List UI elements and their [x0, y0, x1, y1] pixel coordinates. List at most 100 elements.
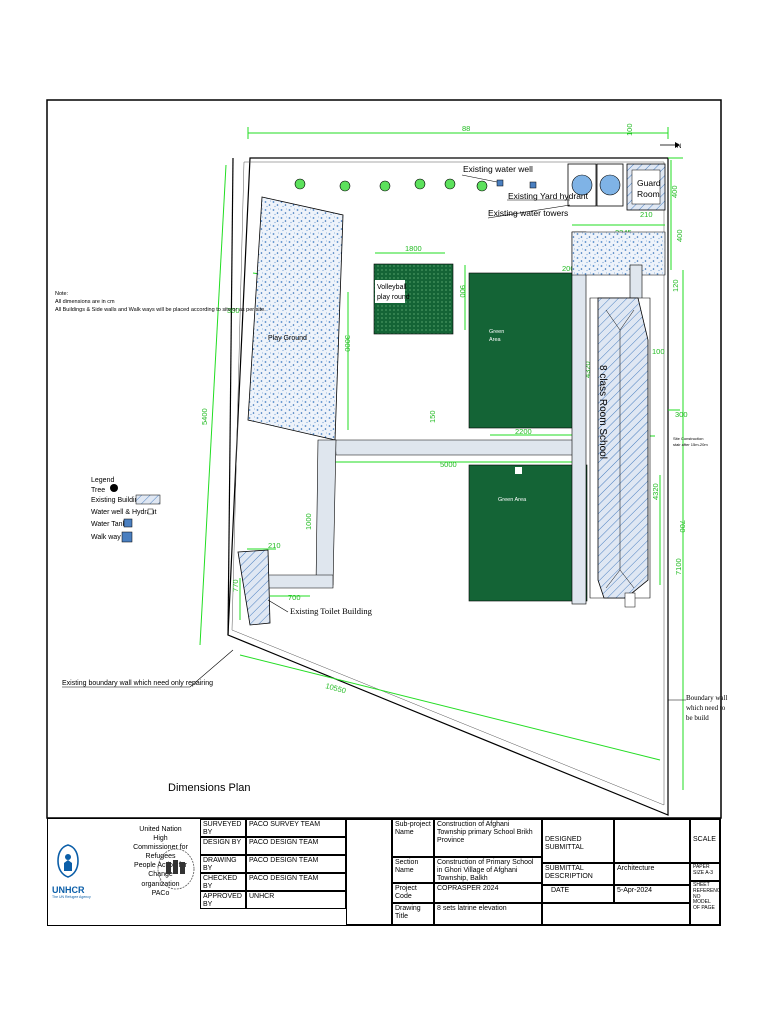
green-area-south-label: Green Area [498, 497, 527, 503]
guard-room-interior [631, 169, 661, 205]
svg-text:5400: 5400 [200, 408, 209, 425]
school-building [597, 297, 649, 599]
boundary-build-label-3: be build [686, 714, 709, 722]
boundary-repair-label: Existing boundary wall which need only r… [62, 680, 213, 687]
date-value: 5-Apr-2024 [614, 885, 690, 903]
svg-text:1800: 1800 [405, 244, 422, 253]
surveyed-by-label: SURVEYED BY [200, 819, 246, 837]
drawing-title-value: 8 sets latrine elevation [434, 903, 542, 925]
svg-text:400: 400 [670, 185, 679, 198]
school-roof-ridge-bottom [605, 569, 635, 589]
svg-text:Existing water towers: Existing water towers [488, 208, 568, 218]
svg-text:10550: 10550 [324, 681, 346, 695]
svg-text:All dimensions are in cm: All dimensions are in cm [55, 299, 115, 305]
green-area-south [468, 464, 588, 602]
checked-by-value: PACO DESIGN TEAM [246, 873, 346, 891]
toilet-label: Existing Toilet Building [290, 606, 373, 616]
svg-text:200: 200 [562, 264, 575, 273]
project-code-label: Project Code [392, 883, 434, 903]
svg-text:3000: 3000 [343, 335, 352, 352]
section-name-value: Construction of Primary School in Ghori … [434, 857, 542, 883]
north-arrow-head [675, 142, 680, 148]
sub-project-label: Sub-project Name [392, 819, 434, 857]
drawing-by-value: PACO DESIGN TEAM [246, 855, 346, 873]
svg-text:700: 700 [678, 520, 687, 533]
construction-note-1: Site Construction [673, 436, 703, 441]
construction-note-2: stair after 15m-20m [673, 442, 708, 447]
approved-by-label: APPROVED BY [200, 891, 246, 909]
boundary-wall-inner [231, 161, 665, 806]
plan-title: Dimensions Plan [168, 782, 251, 794]
drawing-by-label: DRAWING BY [200, 855, 246, 873]
designed-submittal: DESIGNED SUBMITTAL [542, 819, 614, 863]
legend-well-icon [147, 508, 154, 515]
legend-tree-icon [110, 484, 118, 492]
yard-hydrant [529, 181, 537, 189]
svg-text:Water Tank: Water Tank [91, 521, 127, 528]
sheet-reference-label: SHEET REFERENCE NO [693, 882, 719, 900]
svg-text:120: 120 [671, 279, 680, 292]
organization-names: United Nation High Commissioner for Refu… [133, 826, 188, 897]
unhcr-logo: UNHCR The UN Refugee Agency [52, 839, 91, 909]
svg-text:Note:: Note: [55, 291, 69, 297]
boundary-wall [227, 157, 669, 816]
section-name-label: Section Name [392, 857, 434, 883]
model-of-page-label: MODEL OF PAGE [693, 899, 715, 911]
svg-text:Water well & Hydrant: Water well & Hydrant [91, 509, 157, 516]
play-ground [247, 196, 344, 441]
svg-text:Tree: Tree [91, 487, 105, 494]
submittal-description-value: Architecture [614, 863, 690, 885]
scale-label: SCALE [690, 819, 720, 863]
paco-seal-icon [157, 848, 195, 890]
svg-text:Existing Building: Existing Building [91, 497, 142, 504]
svg-text:300: 300 [675, 410, 688, 419]
boundary-build-label-2: which need to [686, 704, 726, 712]
svg-text:5000: 5000 [440, 460, 457, 469]
design-by-label: DESIGN BY [200, 837, 246, 855]
plan-notes: Note: All dimensions are in cm All Build… [55, 291, 266, 313]
unhcr-emblem-icon [57, 844, 79, 878]
title-block: UNHCR The UN Refugee Agency United Natio… [47, 818, 721, 926]
volleyball-label-2: play round [377, 294, 410, 301]
project-code-value: COPRASPER 2024 [434, 883, 542, 903]
svg-text:88: 88 [462, 124, 470, 133]
svg-text:210: 210 [640, 210, 653, 219]
green-area-marker [515, 467, 522, 474]
water-well [496, 179, 504, 187]
svg-text:Walk way: Walk way [91, 534, 121, 541]
legend-walk-icon [121, 531, 133, 543]
legend: Legend Tree Existing Building Water well… [91, 477, 161, 543]
volleyball-label-bg [375, 280, 405, 303]
paper-size: PAPER SIZE A-3 [690, 863, 720, 881]
volleyball-label-1: Volleyball [377, 284, 407, 291]
design-by-value: PACO DESIGN TEAM [246, 837, 346, 855]
water-tower-2-tank [599, 174, 621, 196]
svg-text:900: 900 [458, 285, 467, 298]
svg-text:4320: 4320 [651, 483, 660, 500]
legend-tank-icon [123, 518, 133, 528]
green-area-north-label-2: Area [489, 337, 502, 343]
guard-room-label-1: Guard [637, 178, 661, 188]
drawing-title-label: Drawing Title [392, 903, 434, 925]
legend-building-icon [135, 494, 161, 505]
sheet-reference: SHEET REFERENCE NO MODEL OF PAGE [690, 881, 720, 925]
checked-by-label: CHECKED BY [200, 873, 246, 891]
school-entrance [624, 592, 636, 608]
submittal-blank [542, 903, 690, 925]
guard-room-label-2: Room [637, 189, 660, 199]
unhcr-wordmark: UNHCR [52, 885, 85, 895]
approved-by-value: UNHCR [246, 891, 346, 909]
svg-text:100: 100 [652, 347, 665, 356]
svg-text:700: 700 [288, 593, 301, 602]
submittal-description-label: SUBMITTAL DESCRIPTION [542, 863, 614, 885]
unhcr-tagline: The UN Refugee Agency [52, 895, 91, 899]
toilet-callout-line [267, 599, 289, 613]
svg-text:7100: 7100 [674, 558, 683, 575]
surveyed-by-value: PACO SURVEY TEAM [246, 819, 346, 837]
toilet-building [237, 549, 271, 626]
date-label: DATE [542, 885, 614, 903]
svg-text:2200: 2200 [515, 427, 532, 436]
svg-text:400: 400 [675, 229, 684, 242]
north-label: N [677, 144, 681, 150]
